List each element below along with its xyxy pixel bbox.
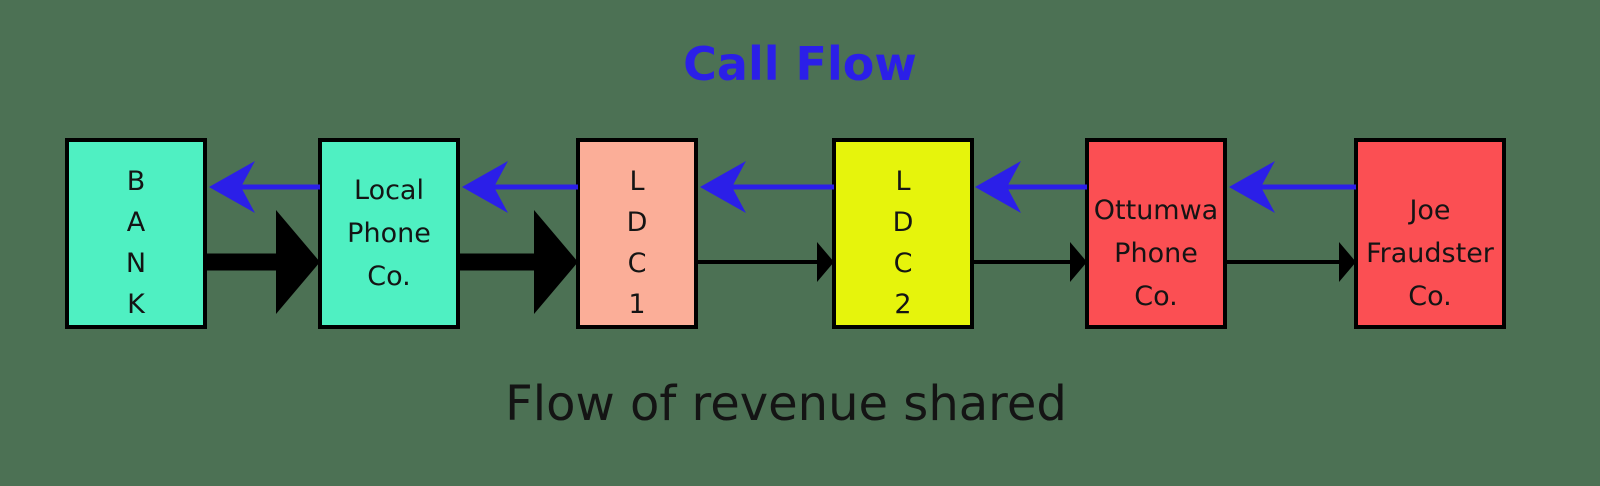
call-flow-arrowhead xyxy=(975,161,1021,213)
diagram-title: Call Flow xyxy=(683,37,917,91)
revenue-flow-arrow-ldc2-to-ottumwa xyxy=(972,242,1087,282)
call-flow-arrowhead xyxy=(700,161,746,213)
node-label-line-local-phone-co: Phone xyxy=(347,218,431,249)
node-label-line-joe-fraudster-co: Joe xyxy=(1407,195,1450,226)
node-ldc-2[interactable]: LDC 2 xyxy=(832,138,974,329)
node-label-line-joe-fraudster-co: Co. xyxy=(1408,281,1451,312)
revenue-flow-arrowhead xyxy=(1070,242,1087,282)
node-label-line-ldc-2: D xyxy=(893,207,914,238)
node-label-line-ottumwa-phone-co: Ottumwa xyxy=(1094,195,1218,226)
node-label-line-joe-fraudster-co: Fraudster xyxy=(1366,238,1495,269)
node-box-ldc-2[interactable] xyxy=(832,138,974,329)
call-flow-arrow-local-to-bank xyxy=(209,161,320,213)
node-label-line-ldc-2: 2 xyxy=(894,289,911,320)
revenue-flow-arrow-ldc1-to-ldc2 xyxy=(696,242,834,282)
node-label-line-bank: N xyxy=(126,248,146,279)
node-box-ottumwa-phone-co[interactable] xyxy=(1085,138,1227,329)
node-label-line-bank: B xyxy=(127,166,146,197)
node-box-ldc-1[interactable] xyxy=(576,138,698,329)
node-label-line-ldc-2: C xyxy=(894,248,913,279)
node-label-line-ldc-2: L xyxy=(895,166,910,197)
revenue-flow-arrow-local-to-ldc1 xyxy=(458,210,578,314)
node-layer: BANKLocalPhoneCo.LDC1LDC2OttumwaPhoneCo.… xyxy=(65,138,1506,329)
node-label-line-bank: A xyxy=(127,207,146,238)
revenue-flow-arrowhead xyxy=(817,242,834,282)
node-label-line-ldc-1: C xyxy=(628,248,647,279)
call-flow-arrowhead xyxy=(209,161,255,213)
node-label-line-ottumwa-phone-co: Co. xyxy=(1134,281,1177,312)
call-flow-arrowhead xyxy=(1229,161,1275,213)
call-flow-arrow-ldc1-to-local xyxy=(462,161,578,213)
node-label-line-local-phone-co: Co. xyxy=(367,261,410,292)
call-flow-arrow-ottumwa-to-ldc2 xyxy=(975,161,1087,213)
revenue-flow-arrowhead xyxy=(534,210,578,314)
call-flow-arrow-ldc2-to-ldc1 xyxy=(700,161,834,213)
revenue-flow-arrow-bank-to-local xyxy=(205,210,320,314)
node-label-line-ldc-1: 1 xyxy=(628,289,645,320)
node-box-bank[interactable] xyxy=(65,138,207,329)
node-label-line-ottumwa-phone-co: Phone xyxy=(1114,238,1198,269)
node-box-joe-fraudster-co[interactable] xyxy=(1354,138,1506,329)
node-label-line-local-phone-co: Local xyxy=(354,175,424,206)
node-box-local-phone-co[interactable] xyxy=(318,138,460,329)
revenue-flow-arrow-layer xyxy=(205,210,1356,314)
revenue-flow-arrowhead xyxy=(1339,242,1356,282)
node-label-line-bank: K xyxy=(127,289,146,320)
node-ldc-1[interactable]: LDC 1 xyxy=(576,138,698,329)
call-flow-arrow-joe-to-ottumwa xyxy=(1229,161,1356,213)
revenue-flow-arrowhead xyxy=(276,210,320,314)
call-flow-arrow-layer xyxy=(209,161,1356,213)
call-flow-arrowhead xyxy=(462,161,508,213)
node-label-line-ldc-1: D xyxy=(627,207,648,238)
diagram-caption: Flow of revenue shared xyxy=(505,376,1067,432)
revenue-flow-arrow-ottumwa-to-joe xyxy=(1225,242,1356,282)
node-label-line-ldc-1: L xyxy=(629,166,644,197)
